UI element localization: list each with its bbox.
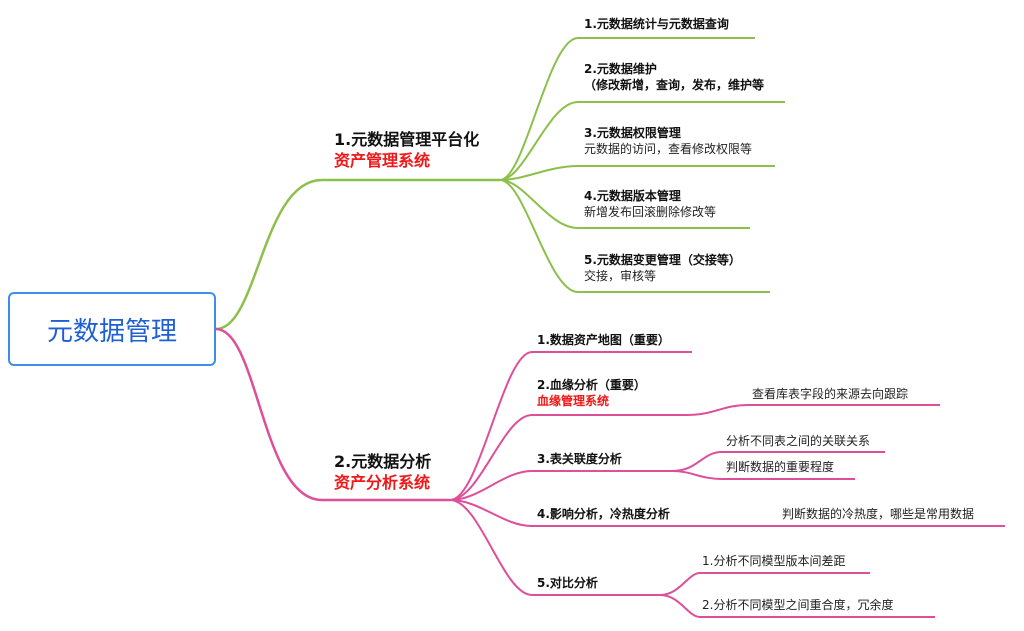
b1-child5[interactable]: 5.元数据变更管理（交接等） 交接，审核等 [584,253,741,284]
link-b2-child1 [449,351,692,501]
link-b2-c3-detail2 [671,470,855,480]
b2-child4-title: 4.影响分析，冷热度分析 [537,507,670,521]
b2-child2[interactable]: 2.血缘分析（重要） 血缘管理系统 [537,378,646,409]
b2-child2-highlight: 血缘管理系统 [537,393,610,408]
link-b1-child2 [499,101,785,181]
b2-child1[interactable]: 1.数据资产地图（重要） [537,333,670,349]
b1-child4-note: 新增发布回滚删除修改等 [584,204,717,219]
branch1-subtitle: 资产管理系统 [334,150,431,170]
link-b2-c2-detail1 [685,404,940,416]
b1-child2-note: （修改新增，查询，发布，维护等 [584,77,765,92]
link-root-branch1 [215,178,500,331]
b1-child5-note: 交接，审核等 [584,268,657,283]
root-node[interactable]: 元数据管理 [8,292,216,366]
b2-c5-detail1[interactable]: 1.分析不同模型版本间差距 [702,554,846,568]
b1-child2-title: 2.元数据维护 [584,62,657,76]
b2-child1-title: 1.数据资产地图（重要） [537,333,670,347]
branch1-title: 1.元数据管理平台化 [334,130,480,149]
b1-child3-title: 3.元数据权限管理 [584,126,681,140]
b2-c3-detail1[interactable]: 分析不同表之间的关联关系 [726,434,871,448]
link-b2-child4 [449,499,730,527]
b1-child5-title: 5.元数据变更管理（交接等） [584,253,741,267]
link-b2-c3-detail1 [671,451,885,472]
b2-child3[interactable]: 3.表关联度分析 [537,452,622,468]
root-label: 元数据管理 [46,316,177,347]
b2-c2-detail1[interactable]: 查看库表字段的来源去向跟踪 [752,387,909,401]
branch2-subtitle: 资产分析系统 [334,472,431,492]
b2-child5-title: 5.对比分析 [537,576,598,590]
b1-child1[interactable]: 1.元数据统计与元数据查询 [584,17,729,33]
b2-c4-detail1[interactable]: 判断数据的冷热度，哪些是常用数据 [782,507,975,521]
link-b2-child2 [449,414,686,501]
b1-child3[interactable]: 3.元数据权限管理 元数据的访问，查看修改权限等 [584,126,752,157]
b2-child4[interactable]: 4.影响分析，冷热度分析 [537,507,670,523]
b1-child4-title: 4.元数据版本管理 [584,189,681,203]
branch1-node[interactable]: 1.元数据管理平台化 资产管理系统 [334,130,479,172]
link-b1-child3 [499,165,775,181]
b1-child2[interactable]: 2.元数据维护 （修改新增，查询，发布，维护等 [584,62,764,93]
branch2-node[interactable]: 2.元数据分析 资产分析系统 [334,452,431,494]
b1-child1-title: 1.元数据统计与元数据查询 [584,17,729,31]
link-b2-c5-detail1 [659,572,870,596]
b2-c5-detail2[interactable]: 2.分析不同模型之间重合度，冗余度 [702,598,894,612]
b2-child3-title: 3.表关联度分析 [537,452,622,466]
b1-child3-note: 元数据的访问，查看修改权限等 [584,141,753,156]
b2-c3-detail2[interactable]: 判断数据的重要程度 [726,460,835,474]
link-b2-child5 [449,499,660,596]
b2-child2-title: 2.血缘分析（重要） [537,378,646,392]
link-b1-child5 [499,179,770,293]
branch2-title: 2.元数据分析 [334,452,432,471]
link-root-branch2 [215,327,450,502]
b1-child4[interactable]: 4.元数据版本管理 新增发布回滚删除修改等 [584,189,716,220]
link-b1-child4 [499,179,750,229]
link-b2-child3 [449,470,672,501]
link-b1-child1 [499,37,755,181]
b2-child5[interactable]: 5.对比分析 [537,576,598,592]
link-b2-c5-detail2 [659,594,935,618]
